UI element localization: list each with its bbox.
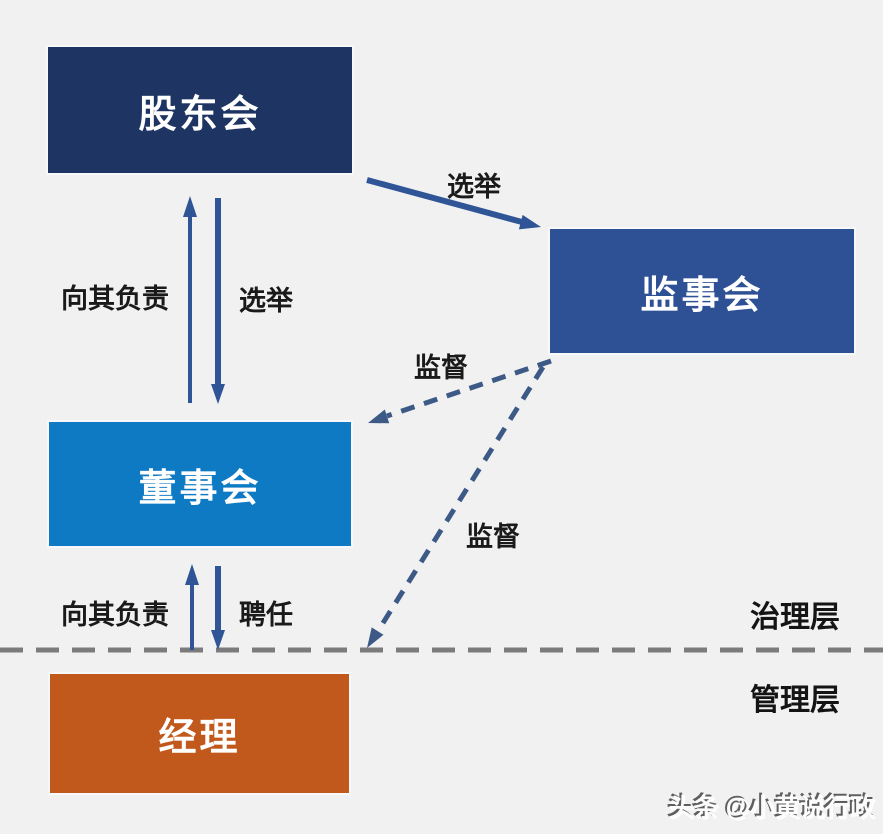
edge-label-elect-supervisory: 选举 [447,172,501,202]
edge-label-accountable-top: 向其负责 [61,284,169,314]
node-board-of-directors: 董事会 [47,420,353,548]
node-supervisory-label: 监事会 [640,274,764,317]
dashed-arrow-supervisory-to-manager [367,365,546,648]
edge-label-accountable-bottom: 向其负责 [61,600,169,630]
node-manager-label: 经理 [158,717,241,759]
node-manager: 经理 [48,672,351,795]
edge-label-appoint: 聘任 [239,600,293,630]
edge-label-supervise-board: 监督 [414,353,468,383]
arrow-manager-to-board [185,564,199,650]
dashed-arrow-supervisory-to-board [368,358,552,424]
edge-label-supervise-manager: 监督 [466,522,520,552]
edge-label-elect-board: 选举 [239,286,293,316]
node-supervisory-board: 监事会 [548,227,856,355]
arrow-board-to-shareholders [183,196,197,403]
governance-layer-label: 治理层 [750,601,840,634]
arrow-board-to-manager [211,566,225,650]
watermark: 头条 @小黄说行政 [668,794,875,822]
arrow-shareholders-to-board [211,198,225,404]
node-board-label: 董事会 [138,467,262,510]
management-layer-label: 管理层 [750,684,840,717]
node-shareholders-meeting: 股东会 [46,45,354,175]
arrow-shareholders-to-supervisory [366,177,541,230]
node-shareholders-label: 股东会 [138,93,262,136]
